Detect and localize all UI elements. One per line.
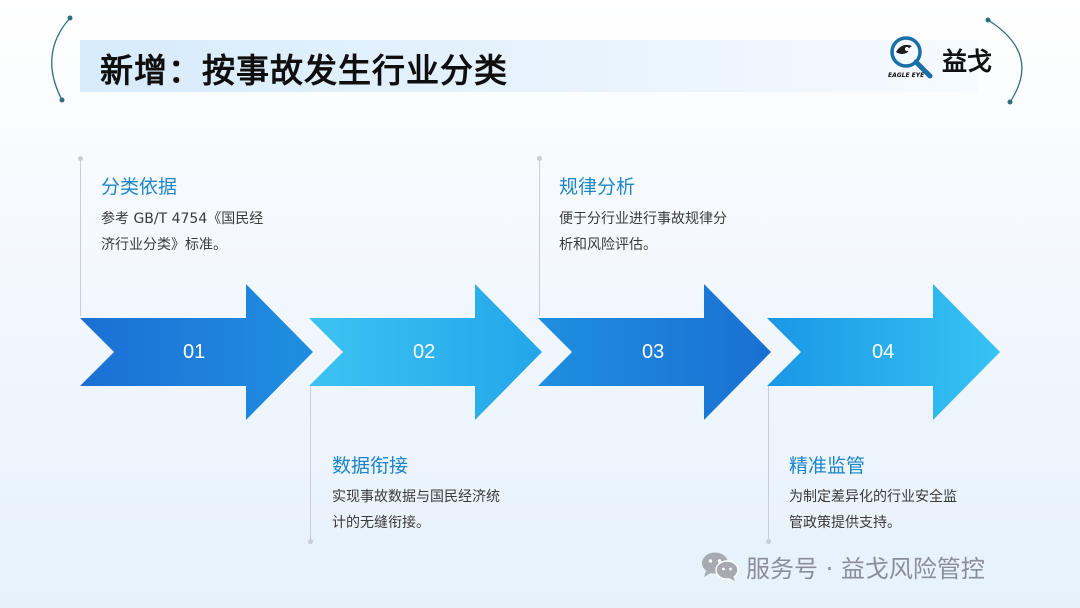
step-03-desc: 便于分行业进行事故规律分 析和风险评估。 — [559, 206, 779, 258]
title-bar — [80, 40, 978, 92]
step-03-title: 规律分析 — [559, 176, 636, 198]
arrow-03 — [538, 284, 771, 420]
logo-subtext: EAGLE EYE — [888, 72, 925, 79]
step-02-desc-line2: 计的无缝衔接。 — [332, 515, 430, 531]
page-title: 新增：按事故发生行业分类 — [100, 51, 508, 90]
step-01-desc-line2: 济行业分类》标准。 — [101, 237, 227, 253]
step-01-desc: 参考 GB/T 4754《国民经 济行业分类》标准。 — [101, 206, 321, 258]
wechat-icon — [702, 552, 739, 581]
connector-line-02 — [308, 386, 313, 544]
arrow-02-number: 02 — [413, 341, 436, 363]
step-02-desc-line1: 实现事故数据与国民经济统 — [332, 489, 500, 505]
logo-text: 益戈 — [942, 47, 993, 76]
arrow-01 — [80, 284, 313, 420]
footer-text: 服务号 · 益戈风险管控 — [746, 554, 985, 583]
step-01-title: 分类依据 — [101, 176, 178, 198]
connector-line-03 — [537, 156, 542, 316]
connector-line-04 — [766, 386, 771, 544]
arrow-01-number: 01 — [183, 341, 206, 363]
step-04-desc-line1: 为制定差异化的行业安全监 — [789, 489, 957, 505]
arrow-03-number: 03 — [642, 341, 665, 363]
step-04-desc: 为制定差异化的行业安全监 管政策提供支持。 — [789, 484, 1009, 536]
corner-arc-right — [985, 17, 1023, 105]
step-04-title: 精准监管 — [789, 455, 866, 477]
footer-watermark: 服务号 · 益戈风险管控 — [700, 548, 985, 584]
step-03-desc-line1: 便于分行业进行事故规律分 — [559, 211, 727, 227]
brand-logo: 益戈 EAGLE EYE — [886, 34, 1016, 84]
step-04-desc-line2: 管政策提供支持。 — [789, 515, 901, 531]
connector-line-01 — [78, 156, 83, 316]
arrow-04 — [767, 284, 1000, 420]
step-02-title: 数据衔接 — [332, 455, 409, 477]
step-03-desc-line2: 析和风险评估。 — [559, 237, 657, 253]
step-02-desc: 实现事故数据与国民经济统 计的无缝衔接。 — [332, 484, 552, 536]
step-01-desc-line1: 参考 GB/T 4754《国民经 — [101, 211, 264, 227]
corner-arc-left — [51, 15, 73, 103]
arrow-04-number: 04 — [872, 341, 895, 363]
eagle-eye-magnifier-icon — [890, 36, 933, 79]
arrow-02 — [309, 284, 542, 420]
